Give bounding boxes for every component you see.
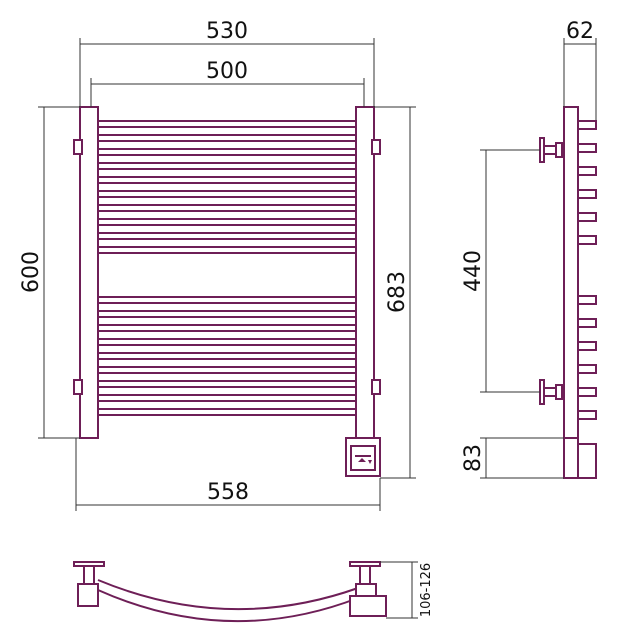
- side-control-box: [563, 437, 579, 479]
- dim-62: 62: [563, 19, 597, 120]
- dim-558: 558: [75, 438, 381, 511]
- control-up-arrow-icon: [358, 458, 366, 462]
- side-view: 62 440 83: [461, 19, 597, 479]
- right-lower-bracket: [371, 379, 381, 395]
- lower-bars: [97, 296, 357, 416]
- curved-bar-outer: [97, 589, 359, 623]
- side-upper-mount: [539, 137, 565, 163]
- side-bar-stubs: [577, 120, 597, 420]
- top-right-mount: [349, 561, 387, 617]
- left-post: [79, 106, 99, 439]
- dim-62-label: 62: [566, 19, 594, 44]
- dim-440-label: 440: [461, 250, 486, 292]
- dim-530-label: 530: [206, 19, 248, 44]
- control-panel: [350, 445, 376, 471]
- dim-600-label: 600: [19, 251, 44, 293]
- right-upper-bracket: [371, 139, 381, 155]
- top-left-mount: [73, 561, 105, 607]
- left-upper-bracket: [73, 139, 83, 155]
- dim-683: 683: [374, 106, 416, 479]
- curved-bar-inner: [97, 579, 359, 611]
- dim-440: 440: [461, 149, 540, 393]
- side-control-cover: [577, 443, 597, 479]
- dim-500: 500: [90, 59, 365, 107]
- control-down-arrow-icon: [368, 460, 372, 464]
- side-post: [563, 106, 579, 439]
- dim-683-label: 683: [385, 271, 410, 313]
- dim-600: 600: [19, 106, 80, 439]
- dim-500-label: 500: [206, 59, 248, 84]
- dim-83: 83: [461, 437, 564, 479]
- dim-558-label: 558: [207, 480, 249, 505]
- dim-83-label: 83: [461, 444, 486, 472]
- dim-530: 530: [79, 19, 375, 107]
- upper-bars: [97, 120, 357, 254]
- top-view: 106-126: [73, 561, 434, 623]
- left-lower-bracket: [73, 379, 83, 395]
- dim-106-126: 106-126: [380, 561, 434, 619]
- side-lower-mount: [539, 379, 565, 405]
- front-view: 530 500 600 683 558: [19, 19, 416, 511]
- dim-106-126-label: 106-126: [419, 563, 434, 617]
- top-control-box: [349, 595, 387, 617]
